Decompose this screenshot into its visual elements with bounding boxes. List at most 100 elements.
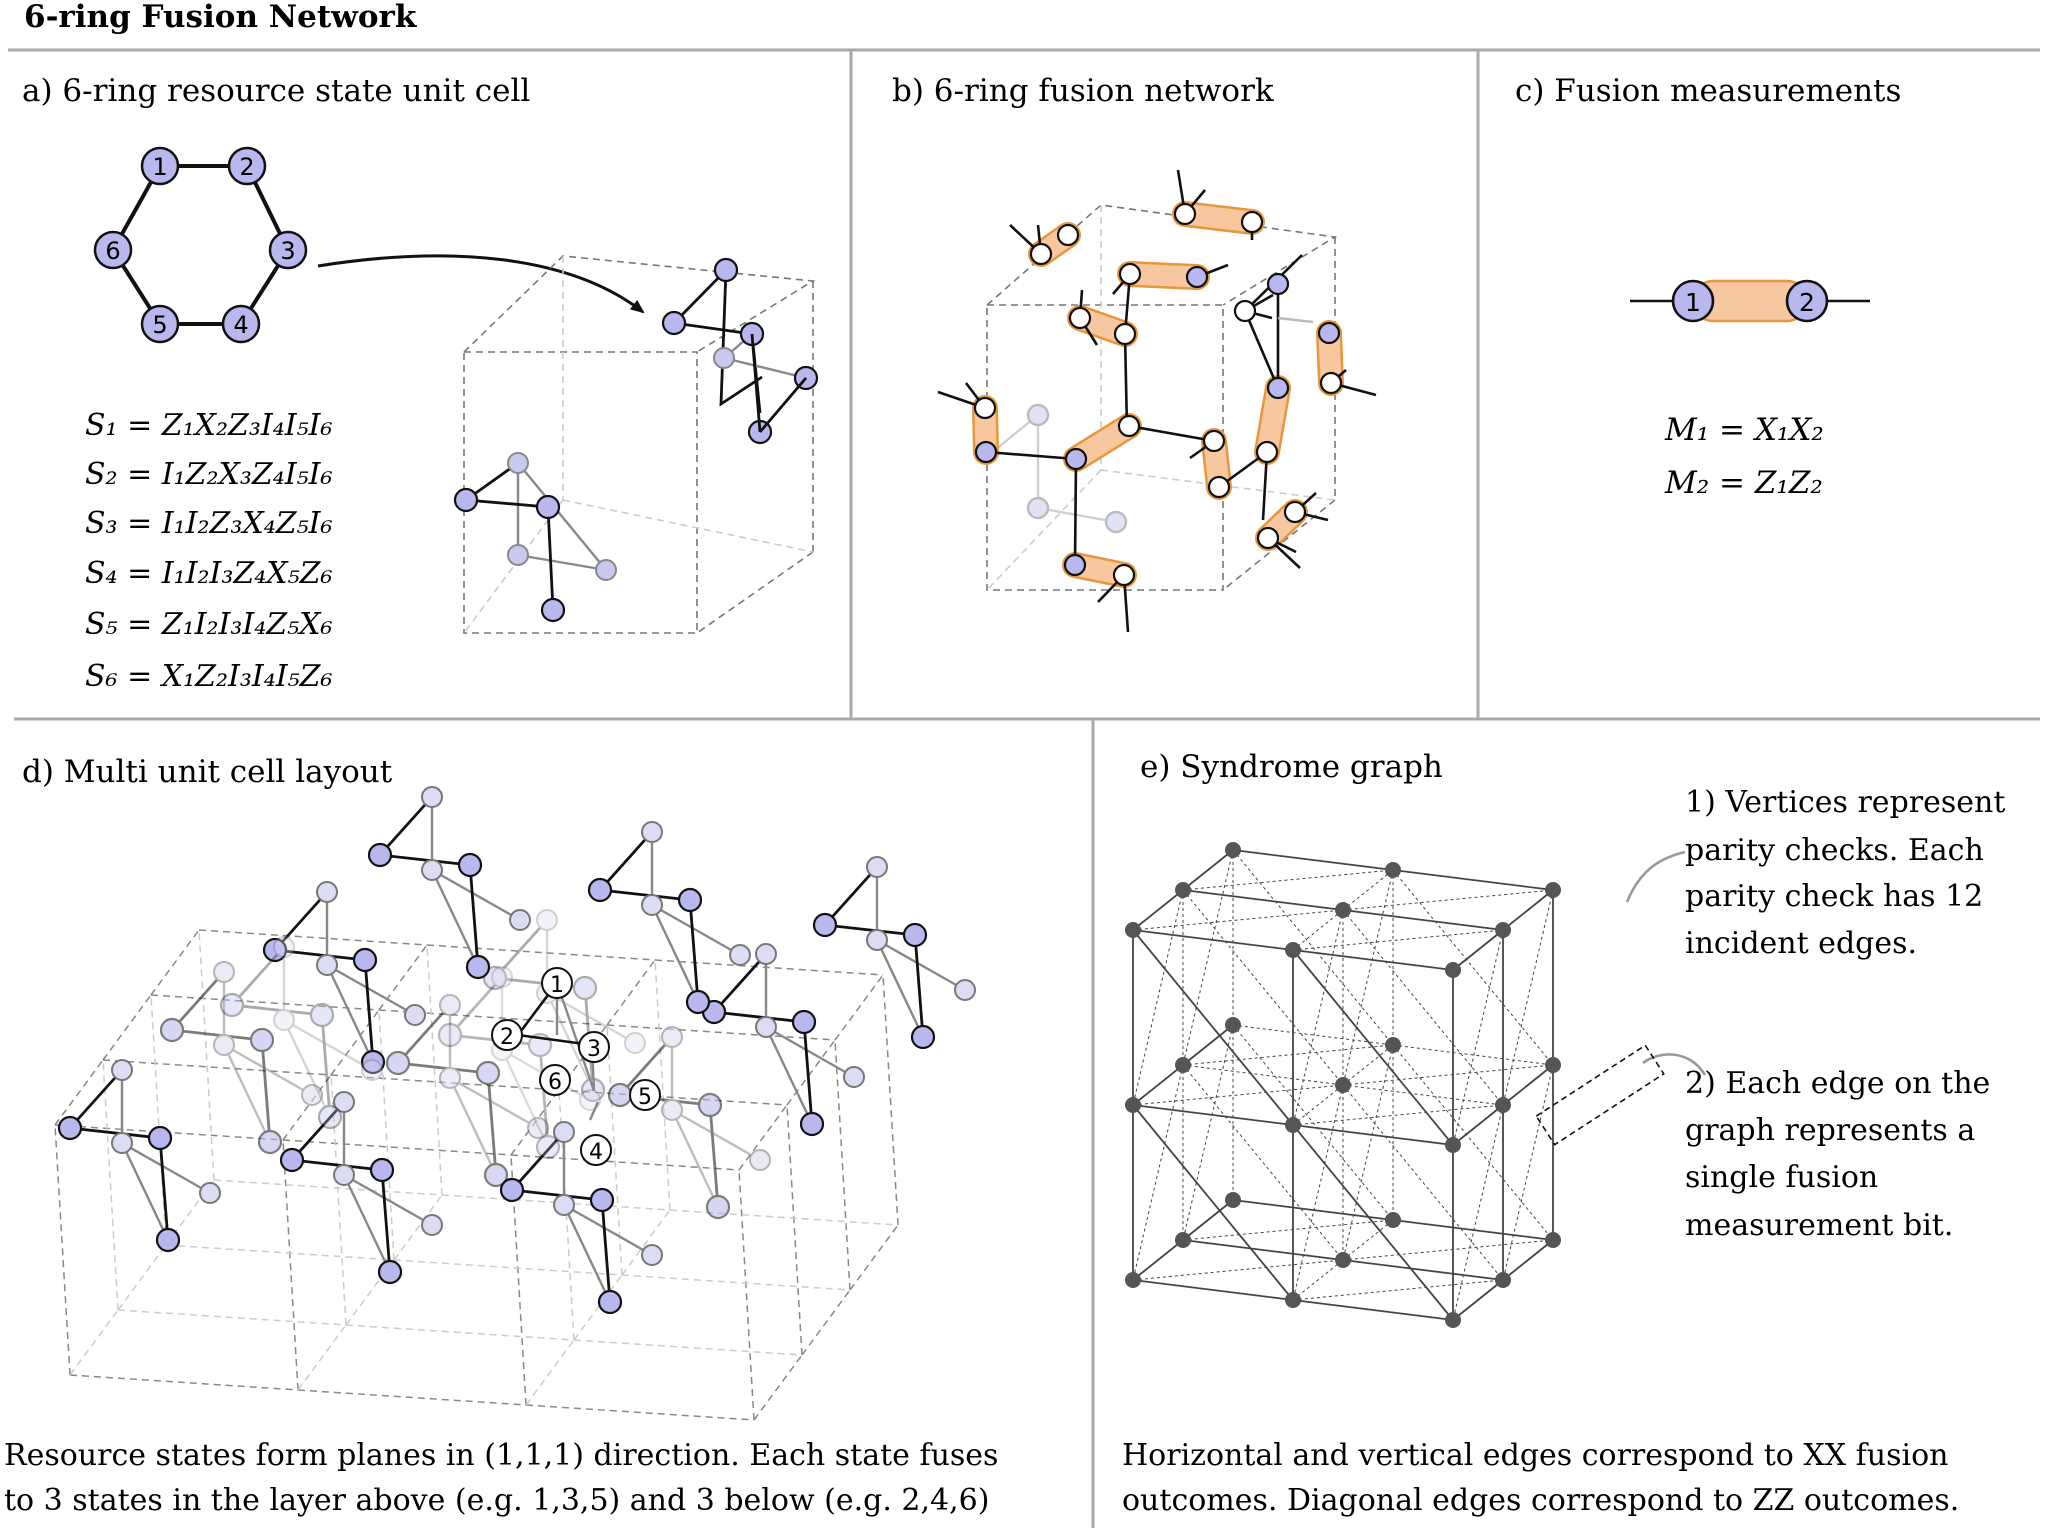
svg-text:single fusion: single fusion <box>1685 1160 1878 1195</box>
ring-node: 2 <box>227 146 267 186</box>
parity-check-node <box>1335 1077 1351 1093</box>
parity-check-node <box>1225 842 1241 858</box>
panel-e-caption-line-2: outcomes. Diagonal edges correspond to Z… <box>1122 1483 1959 1518</box>
svg-text:6: 6 <box>548 1070 562 1095</box>
callout-line-2 <box>1642 1053 1707 1076</box>
panel-b-label: b) 6-ring fusion network <box>892 73 1274 109</box>
parity-check-node <box>1125 922 1141 938</box>
state-label-node: 2 <box>491 1019 523 1051</box>
svg-text:parity checks. Each: parity checks. Each <box>1685 833 1984 868</box>
stabilizer-6: S₆ = X₁Z₂I₃I₄I₅Z₆ <box>85 659 333 694</box>
parity-check-node <box>1445 1137 1461 1153</box>
panel-c-label: c) Fusion measurements <box>1515 73 1901 109</box>
note-edges: 2) Each edge on the graph represents a s… <box>1685 1066 1990 1243</box>
fusion-node: 1 <box>1671 279 1715 323</box>
resource-state <box>159 961 323 1155</box>
panel-d: 1 2 3 6 5 4 Resource states form planes … <box>4 786 998 1518</box>
faint-bond <box>1277 316 1314 324</box>
parity-check-node <box>1495 1097 1511 1113</box>
panel-a-label: a) 6-ring resource state unit cell <box>22 73 530 109</box>
stabilizer-3: S₃ = I₁I₂Z₃X₄Z₅I₆ <box>85 506 333 541</box>
panel-d-label: d) Multi unit cell layout <box>22 754 393 790</box>
callout-line-1 <box>1625 850 1686 903</box>
panel-e: 1) Vertices represent parity checks. Eac… <box>1122 785 2005 1518</box>
parity-check-node <box>1545 882 1561 898</box>
parity-check-node <box>1225 1017 1241 1033</box>
svg-text:5: 5 <box>638 1085 652 1110</box>
panel-e-label: e) Syndrome graph <box>1140 749 1443 785</box>
svg-text:1: 1 <box>152 153 167 181</box>
resource-state-top <box>661 257 819 445</box>
svg-text:5: 5 <box>152 311 167 339</box>
parity-check-node <box>1385 1037 1401 1053</box>
svg-text:3: 3 <box>280 237 295 265</box>
network-bonds <box>937 169 1377 633</box>
resource-state <box>385 994 549 1188</box>
parity-check-node <box>1175 882 1191 898</box>
resource-state <box>607 1026 771 1220</box>
svg-text:2: 2 <box>500 1025 514 1050</box>
state-label-node: 3 <box>578 1031 610 1063</box>
svg-text:1: 1 <box>550 973 564 998</box>
parity-check-node <box>1175 1232 1191 1248</box>
parity-check-node <box>1335 902 1351 918</box>
resource-state <box>57 1059 221 1253</box>
parity-check-node <box>1175 1057 1191 1073</box>
edge-highlight <box>1535 1044 1665 1146</box>
svg-text:measurement bit.: measurement bit. <box>1685 1208 1953 1243</box>
parity-check-node <box>1495 1272 1511 1288</box>
ring-node: 5 <box>140 304 180 344</box>
panel-d-caption-line-1: Resource states form planes in (1,1,1) d… <box>4 1438 998 1473</box>
parity-check-node <box>1495 922 1511 938</box>
figure-title: 6-ring Fusion Network <box>24 0 418 35</box>
panel-e-caption-line-1: Horizontal and vertical edges correspond… <box>1122 1438 1948 1473</box>
svg-text:1: 1 <box>1685 288 1701 317</box>
state-label-node: 5 <box>629 1079 661 1111</box>
ring-node: 6 <box>93 230 133 270</box>
ring-node: 1 <box>140 146 180 186</box>
stabilizer-4: S₄ = I₁I₂I₃Z₄X₅Z₆ <box>85 556 333 591</box>
svg-text:1) Vertices represent: 1) Vertices represent <box>1685 785 2005 820</box>
measurement-2: M₂ = Z₁Z₂ <box>1664 465 1823 501</box>
resource-state <box>587 821 751 1015</box>
ring-nodes: 1 2 3 4 5 6 <box>93 146 308 344</box>
panel-d-caption-line-2: to 3 states in the layer above (e.g. 1,3… <box>4 1483 989 1518</box>
network-nodes <box>973 202 1343 587</box>
svg-text:6: 6 <box>105 237 120 265</box>
state-label-node: 1 <box>541 967 573 999</box>
hexagon-ring <box>110 164 291 326</box>
parity-check-node <box>1445 1312 1461 1328</box>
ring-node: 3 <box>268 230 308 270</box>
svg-text:incident edges.: incident edges. <box>1685 926 1917 961</box>
stabilizer-5: S₅ = Z₁I₂I₃I₄Z₅X₆ <box>85 607 333 642</box>
resource-state <box>279 1091 443 1285</box>
parity-check-node <box>1225 1192 1241 1208</box>
parity-check-node <box>1545 1057 1561 1073</box>
parity-check-node <box>1125 1097 1141 1113</box>
parity-check-node <box>1335 1252 1351 1268</box>
fusion-node: 2 <box>1785 279 1829 323</box>
resource-state <box>812 856 976 1050</box>
svg-text:graph represents a: graph represents a <box>1685 1113 1975 1148</box>
resource-state <box>262 881 426 1075</box>
back-structure <box>989 403 1128 534</box>
parity-check-node <box>1125 1272 1141 1288</box>
svg-text:3: 3 <box>587 1037 601 1062</box>
syndrome-graph <box>1125 842 1561 1328</box>
parity-check-node <box>1385 862 1401 878</box>
stabilizer-1: S₁ = Z₁X₂Z₃I₄I₅I₆ <box>85 408 333 443</box>
parity-check-node <box>1285 1117 1301 1133</box>
parity-check-node <box>1385 1212 1401 1228</box>
panel-b <box>937 169 1377 633</box>
stabilizer-2: S₂ = I₁Z₂X₃Z₄I₅I₆ <box>85 457 333 492</box>
state-label-node: 6 <box>539 1064 571 1096</box>
resource-state-bottom <box>453 452 617 623</box>
measurement-1: M₁ = X₁X₂ <box>1664 412 1824 448</box>
parity-check-node <box>1545 1232 1561 1248</box>
parity-check-node <box>1445 962 1461 978</box>
panel-c: 1 2 M₁ = X₁X₂ M₂ = Z₁Z₂ <box>1630 279 1870 501</box>
unit-cube <box>463 255 816 634</box>
svg-text:2) Each edge on the: 2) Each edge on the <box>1685 1066 1990 1101</box>
resource-state <box>367 786 531 980</box>
